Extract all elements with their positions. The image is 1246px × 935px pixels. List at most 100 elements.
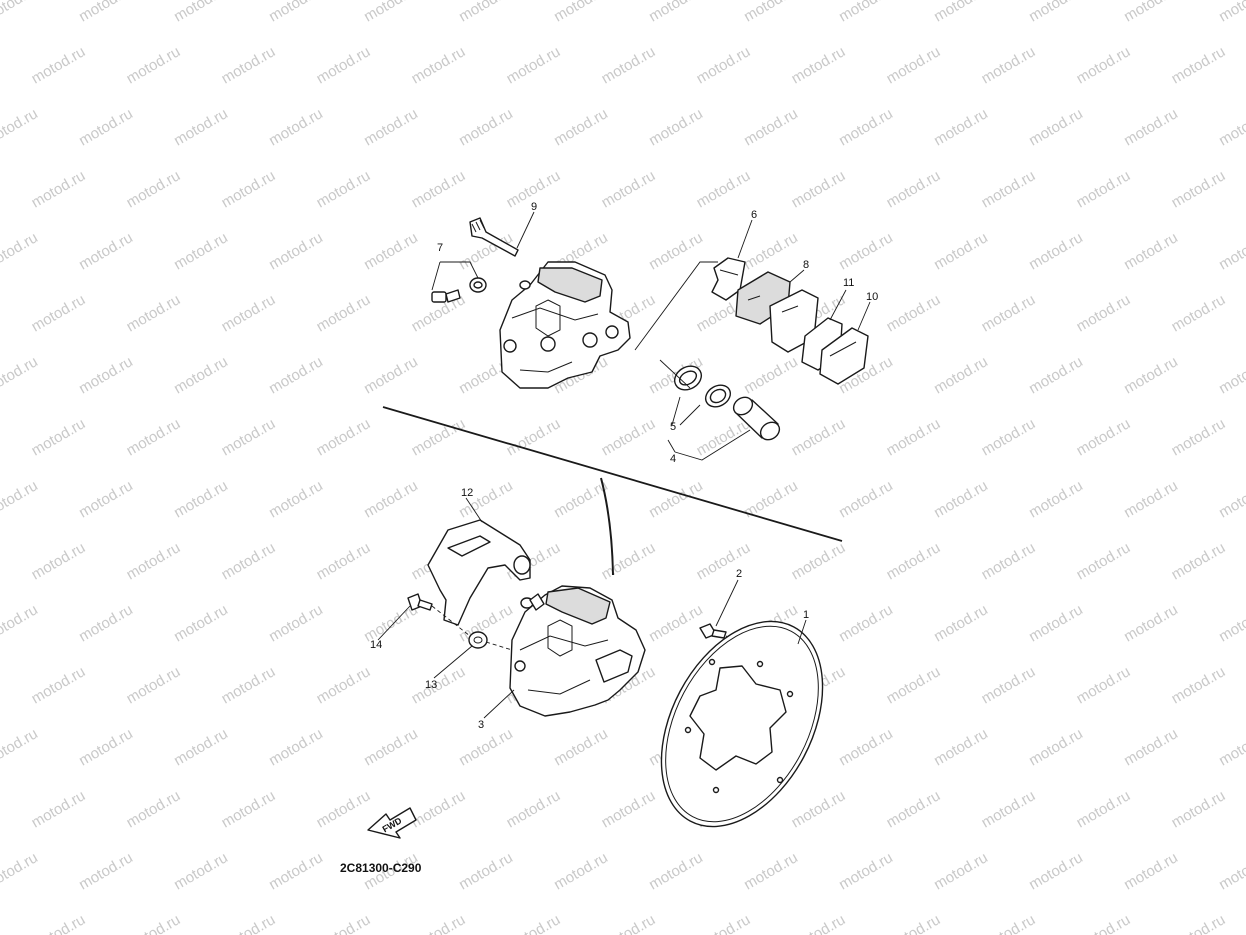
watermark-text: motod.ru xyxy=(124,167,184,211)
caliper-bracket-12 xyxy=(427,519,531,626)
watermark-text: motod.ru xyxy=(29,43,89,87)
watermark-text: motod.ru xyxy=(314,911,374,935)
callout-11: 11 xyxy=(843,277,854,289)
watermark-text: motod.ru xyxy=(979,539,1039,583)
watermark-text: motod.ru xyxy=(456,725,516,769)
leader-lines xyxy=(377,211,871,719)
watermark-text: motod.ru xyxy=(266,105,326,149)
watermark-text: motod.ru xyxy=(694,167,754,211)
callout-labels: 1 2 3 4 5 6 7 8 9 10 11 12 13 14 xyxy=(370,201,878,731)
watermark-text: motod.ru xyxy=(1121,477,1181,521)
watermark-text: motod.ru xyxy=(1074,43,1134,87)
watermark-text: motod.ru xyxy=(1121,105,1181,149)
watermark-text: motod.ru xyxy=(171,601,231,645)
watermark-text: motod.ru xyxy=(409,167,469,211)
callout-13: 13 xyxy=(425,679,437,691)
watermark-text: motod.ru xyxy=(1074,787,1134,831)
watermark-text: motod.ru xyxy=(171,849,231,893)
watermark-text: motod.ru xyxy=(171,725,231,769)
watermark-text: motod.ru xyxy=(124,911,184,935)
watermark-text: motod.ru xyxy=(29,167,89,211)
watermark-text: motod.ru xyxy=(409,911,469,935)
watermark-text: motod.ru xyxy=(599,415,659,459)
watermark-text: motod.ru xyxy=(171,105,231,149)
watermark-text: motod.ru xyxy=(219,415,279,459)
watermark-text: motod.ru xyxy=(1169,539,1229,583)
watermark-text: motod.ru xyxy=(1216,0,1246,25)
watermark-text: motod.ru xyxy=(836,725,896,769)
watermark-text: motod.ru xyxy=(219,787,279,831)
watermark-text: motod.ru xyxy=(931,601,991,645)
watermark-text: motod.ru xyxy=(979,167,1039,211)
watermark-text: motod.ru xyxy=(219,167,279,211)
watermark-text: motod.ru xyxy=(361,229,421,273)
watermark-text: motod.ru xyxy=(456,0,516,25)
watermark-text: motod.ru xyxy=(0,353,41,397)
disc-bolt-2 xyxy=(699,623,727,639)
watermark-text: motod.ru xyxy=(599,787,659,831)
watermark-text: motod.ru xyxy=(361,477,421,521)
watermark-text: motod.ru xyxy=(1074,167,1134,211)
watermark-text: motod.ru xyxy=(979,663,1039,707)
watermark-text: motod.ru xyxy=(171,229,231,273)
watermark-text: motod.ru xyxy=(1216,725,1246,769)
fwd-arrow-icon: FWD xyxy=(367,807,417,839)
watermark-text: motod.ru xyxy=(979,911,1039,935)
watermark-text: motod.ru xyxy=(504,43,564,87)
watermark-text: motod.ru xyxy=(29,787,89,831)
watermark-text: motod.ru xyxy=(646,105,706,149)
watermark-text: motod.ru xyxy=(836,229,896,273)
watermark-text: motod.ru xyxy=(0,229,41,273)
watermark-text: motod.ru xyxy=(314,787,374,831)
watermark-text: motod.ru xyxy=(884,43,944,87)
watermark-text: motod.ru xyxy=(646,849,706,893)
watermark-text: motod.ru xyxy=(29,911,89,935)
watermark-text: motod.ru xyxy=(409,43,469,87)
pad-spring-6 xyxy=(711,257,746,301)
watermark-text: motod.ru xyxy=(884,539,944,583)
watermark-text: motod.ru xyxy=(456,477,516,521)
watermark-text: motod.ru xyxy=(1074,291,1134,335)
callout-6: 6 xyxy=(751,209,757,221)
watermark-text: motod.ru xyxy=(361,0,421,25)
watermark-text: motod.ru xyxy=(1121,353,1181,397)
watermark-text: motod.ru xyxy=(124,663,184,707)
callout-10: 10 xyxy=(866,291,878,303)
watermark-text: motod.ru xyxy=(266,0,326,25)
watermark-text: motod.ru xyxy=(171,477,231,521)
watermark-text: motod.ru xyxy=(124,787,184,831)
watermark-text: motod.ru xyxy=(694,911,754,935)
watermark-text: motod.ru xyxy=(171,353,231,397)
watermark-text: motod.ru xyxy=(931,477,991,521)
watermark-text: motod.ru xyxy=(1074,539,1134,583)
watermark-text: motod.ru xyxy=(741,105,801,149)
watermark-text: motod.ru xyxy=(1216,105,1246,149)
piston-seal-5 xyxy=(673,365,732,408)
watermark-text: motod.ru xyxy=(1121,725,1181,769)
watermark-text: motod.ru xyxy=(884,663,944,707)
watermark-text: motod.ru xyxy=(979,787,1039,831)
callout-5: 5 xyxy=(670,421,676,433)
separator-line xyxy=(382,406,843,542)
watermark-text: motod.ru xyxy=(789,415,849,459)
watermark-text: motod.ru xyxy=(836,601,896,645)
bleed-screw-7 xyxy=(431,261,487,303)
watermark-text: motod.ru xyxy=(1121,0,1181,25)
watermark-text: motod.ru xyxy=(599,43,659,87)
watermark-text: motod.ru xyxy=(124,291,184,335)
watermark-text: motod.ru xyxy=(551,725,611,769)
watermark-text: motod.ru xyxy=(931,0,991,25)
watermark-text: motod.ru xyxy=(599,911,659,935)
watermark-text: motod.ru xyxy=(931,105,991,149)
watermark-text: motod.ru xyxy=(931,229,991,273)
callout-1: 1 xyxy=(803,609,809,621)
watermark-text: motod.ru xyxy=(836,477,896,521)
watermark-text: motod.ru xyxy=(979,43,1039,87)
watermark-text: motod.ru xyxy=(599,167,659,211)
watermark-text: motod.ru xyxy=(314,415,374,459)
watermark-text: motod.ru xyxy=(76,0,136,25)
watermark-text: motod.ru xyxy=(0,477,41,521)
bracket-5 xyxy=(671,396,701,426)
watermark-text: motod.ru xyxy=(409,663,469,707)
